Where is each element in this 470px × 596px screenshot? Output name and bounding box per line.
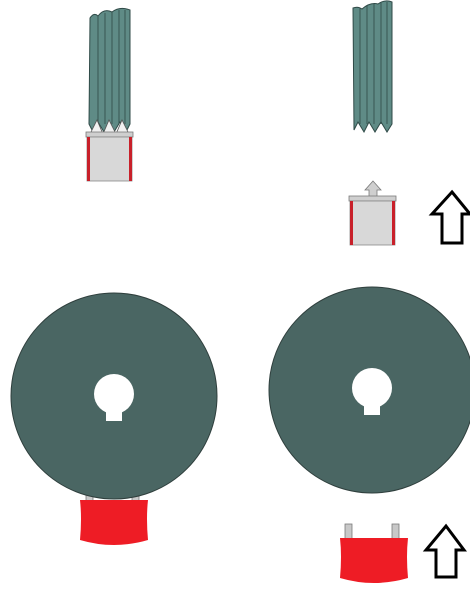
- blade-strip-left: [88, 7, 131, 135]
- blade-body: [352, 0, 393, 134]
- holder-edge-left: [87, 137, 90, 181]
- holder-body: [349, 200, 396, 246]
- disc-hub-hole: [94, 374, 134, 421]
- disc-hub-hole: [352, 368, 392, 415]
- panel-top-right: [348, 0, 470, 246]
- holder-assembled: [85, 131, 134, 182]
- blade-body: [88, 7, 131, 134]
- cap-pin-right: [391, 523, 400, 541]
- holder-top-bar: [85, 131, 134, 138]
- holder-edge-right: [129, 137, 132, 181]
- up-arrow-icon: [422, 523, 467, 579]
- panel-bottom-right: [268, 286, 470, 583]
- holder-body: [86, 136, 133, 182]
- red-cap: [80, 500, 148, 545]
- up-arrow-icon: [428, 189, 470, 245]
- panel-top-left: [85, 7, 134, 182]
- holder-top-bar: [348, 195, 397, 202]
- panel-bottom-left: [10, 292, 218, 545]
- cap-pin-left: [344, 523, 353, 541]
- red-cap: [340, 538, 408, 583]
- blade-tips: [89, 119, 130, 135]
- blade-lines: [97, 10, 126, 124]
- blade-lines: [359, 2, 388, 124]
- holder-edge-left: [350, 201, 353, 245]
- holder-edge-right: [392, 201, 395, 245]
- holder-separated: [348, 180, 397, 246]
- blade-strip-right: [352, 0, 393, 134]
